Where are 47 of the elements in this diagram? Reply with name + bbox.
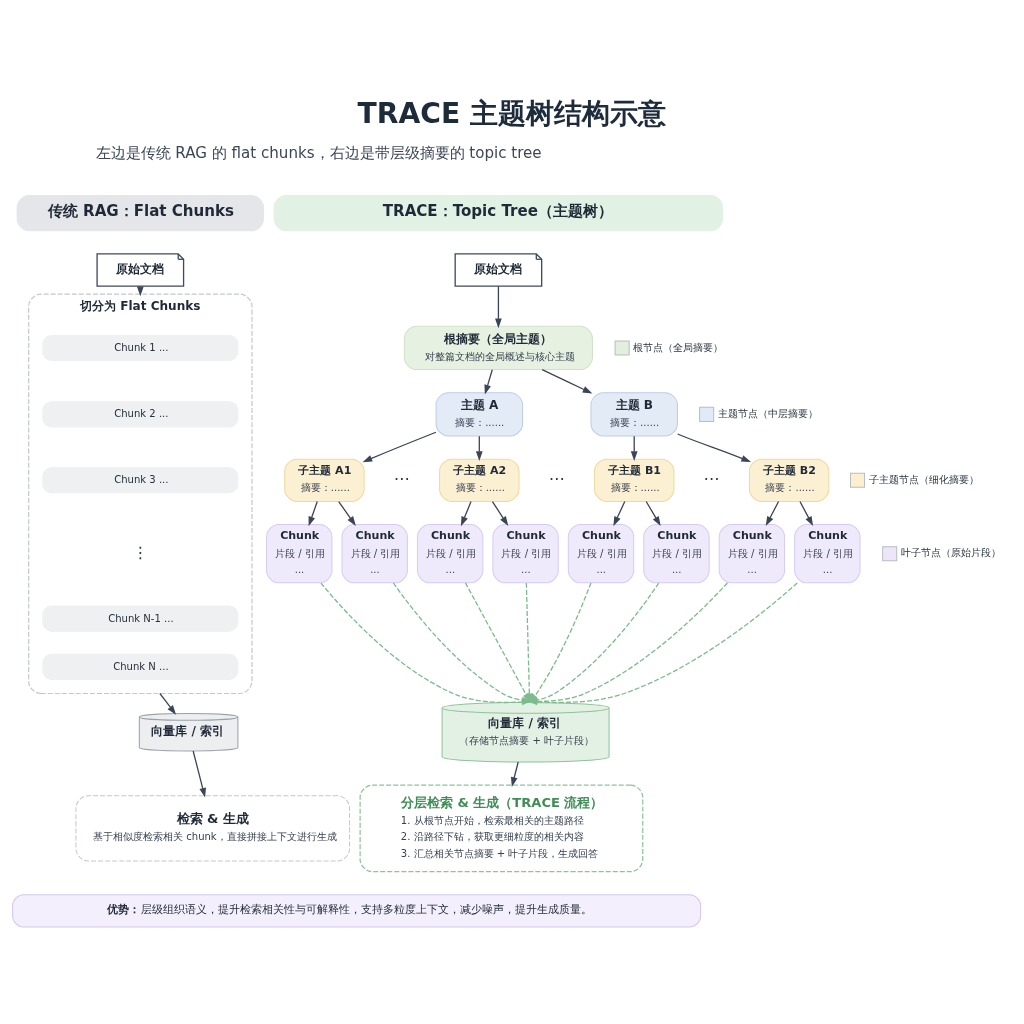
arrow	[799, 500, 814, 527]
label: 左边是传统 RAG 的 flat chunks，右边是带层级摘要的 topic tree	[95, 143, 542, 162]
node-box: 主题 A 摘要：......	[435, 392, 524, 437]
arrow	[525, 582, 533, 704]
arrow	[362, 431, 437, 463]
node-box: Chunk 片段 / 引用 ...	[643, 524, 710, 584]
legend-label: 子主题节点（细化摘要）	[868, 473, 979, 485]
arrow	[338, 500, 356, 526]
label: ⋯	[703, 469, 720, 489]
arrow	[541, 369, 593, 394]
legend-label: 叶子节点（原始片段）	[900, 547, 1001, 559]
node-box: 传统 RAG：Flat Chunks	[16, 195, 265, 232]
arrow	[308, 500, 318, 527]
node-box: 子主题 B2 摘要：......	[748, 458, 830, 502]
node-box: 根摘要（全局主题） 对整篇文档的全局概述与核心主题	[403, 325, 593, 371]
legend-label: 根节点（全局摘要）	[633, 341, 724, 353]
diagram-title: TRACE 主题树结构示意	[357, 96, 666, 130]
node-box: TRACE：Topic Tree（主题树）	[273, 195, 724, 232]
node-box: 子主题 A1 摘要：......	[284, 458, 365, 502]
arrow	[613, 500, 626, 527]
arrow	[484, 369, 493, 395]
node-box: Chunk 片段 / 引用 ...	[718, 524, 786, 584]
arrow	[510, 761, 519, 787]
node-box: 分层检索 & 生成（TRACE 流程） 1. 从根节点开始，检索最相关的主题路径 2. 沿路径下钻，获取更细粒度的相关内容 3. 汇总相关节点摘要 + 叶子片段，生成回答	[359, 784, 644, 873]
arrow	[491, 500, 509, 526]
arrow	[159, 692, 177, 715]
node-box: Chunk 片段 / 引用 ...	[266, 524, 333, 584]
node-box: 子主题 A2 摘要：......	[439, 458, 520, 502]
arrow	[495, 285, 502, 329]
label: ⋯	[548, 469, 565, 489]
label: ⋯	[393, 469, 410, 489]
node-box: 检索 & 生成 基于相似度检索相关 chunk，直接拼接上下文进行生成	[75, 795, 351, 862]
node-box: Chunk 片段 / 引用 ...	[341, 524, 408, 584]
node-box: Chunk 片段 / 引用 ...	[794, 524, 861, 584]
arrow	[460, 500, 472, 527]
label: ⋮	[132, 542, 149, 562]
arrow	[765, 500, 780, 527]
node-box: Chunk 片段 / 引用 ...	[567, 524, 635, 584]
arrow	[676, 433, 751, 463]
node-box: Chunk 片段 / 引用 ...	[492, 524, 559, 584]
node-box: 子主题 B1 摘要：......	[593, 458, 675, 502]
node-box: 优势：层级组织语义，提升检索相关性与可解释性，支持多粒度上下文，减少噪声，提升生成质量。	[12, 894, 702, 928]
arrow	[192, 750, 206, 798]
node-box: Chunk 片段 / 引用 ...	[416, 524, 484, 584]
node-box: 主题 B 摘要：......	[590, 392, 678, 437]
arrow	[645, 500, 661, 527]
legend-label: 主题节点（中层摘要）	[717, 407, 818, 419]
